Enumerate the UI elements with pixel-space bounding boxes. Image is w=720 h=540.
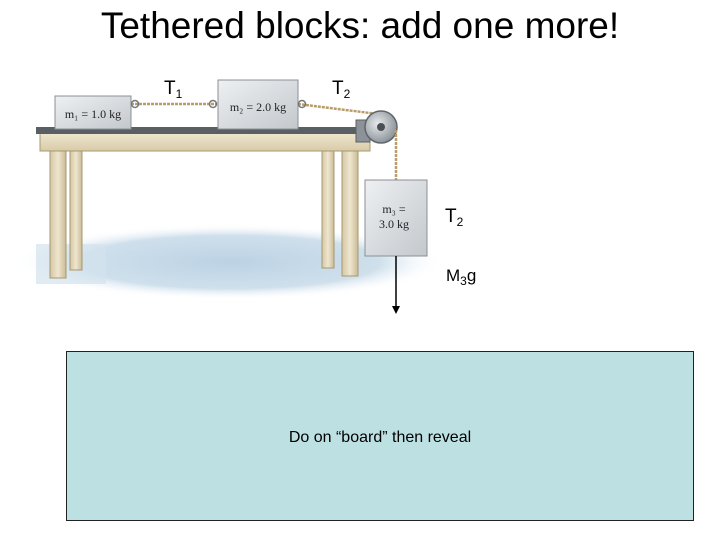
hook-m2-right (297, 99, 307, 109)
reveal-box[interactable]: Do on “board” then reveal (66, 351, 694, 521)
table-leg-front-left (49, 149, 67, 279)
table-leg-front-right (341, 149, 359, 277)
rope-m2-pulley (297, 102, 379, 116)
block-m2-label: m₂ = 2.0 kg (230, 100, 286, 114)
block-m1 (54, 95, 132, 130)
label-m3g-main: M (446, 266, 461, 285)
reveal-box-text: Do on “board” then reveal (288, 429, 472, 446)
block-m3-label-line1: m₃ = (382, 202, 406, 216)
weight-arrow-head (392, 306, 400, 314)
label-t1: T1 (164, 78, 182, 100)
hook-m2-left (208, 99, 218, 109)
label-t1-main: T (164, 78, 176, 99)
hook-m1 (130, 99, 140, 109)
label-m3g: M3g (446, 265, 476, 287)
pulley-hub (377, 123, 385, 131)
label-t2-right-main: T (445, 206, 457, 227)
block-m3 (364, 179, 428, 257)
label-t2-top-sub: 2 (343, 87, 351, 101)
table-leg-back-right (321, 149, 335, 269)
label-t2-right: T2 (445, 206, 463, 228)
label-t2-top-main: T (332, 78, 344, 99)
table-top-surface (36, 127, 372, 134)
slide-title: Tethered blocks: add one more! (100, 5, 620, 46)
label-t2-top: T2 (332, 78, 350, 100)
block-m2 (217, 79, 299, 130)
label-m3g-tail: g (466, 266, 477, 285)
floor-shadow (15, 224, 445, 300)
label-t1-sub: 1 (175, 87, 183, 101)
table-apron (39, 132, 371, 152)
block-m1-label: m₁ = 1.0 kg (65, 107, 121, 121)
block-m3-label-line2: 3.0 kg (379, 217, 409, 231)
label-t2-right-sub: 2 (456, 215, 464, 229)
table-leg-back-left (69, 149, 83, 271)
label-m3g-sub: 3 (460, 274, 467, 288)
